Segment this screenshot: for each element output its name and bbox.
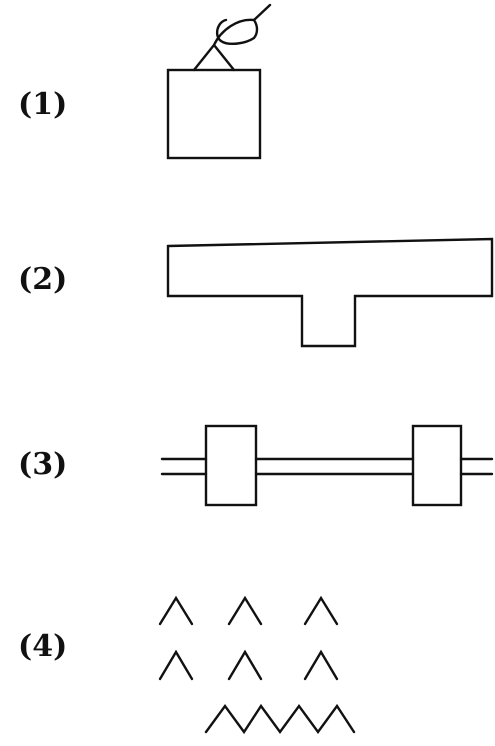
label-item-1: (1) (18, 87, 68, 122)
peak-chain (204, 703, 356, 735)
peak (227, 649, 263, 681)
figure-bar-with-stem (166, 237, 494, 348)
figure-double-line-blocks (160, 424, 494, 507)
label-item-2: (2) (18, 262, 68, 297)
peak (158, 595, 194, 626)
peak (227, 595, 263, 626)
block-left (204, 424, 258, 507)
bird-shape (192, 3, 272, 72)
label-item-3: (3) (18, 447, 68, 482)
peak (303, 649, 339, 681)
label-item-4: (4) (18, 629, 68, 664)
block-right (411, 424, 463, 507)
bar-outline (166, 237, 494, 348)
figure-box-with-bird (166, 3, 272, 160)
box-shape (166, 68, 262, 160)
peak (303, 595, 339, 626)
figure-rows-of-peaks (158, 595, 356, 735)
peak (158, 649, 194, 681)
